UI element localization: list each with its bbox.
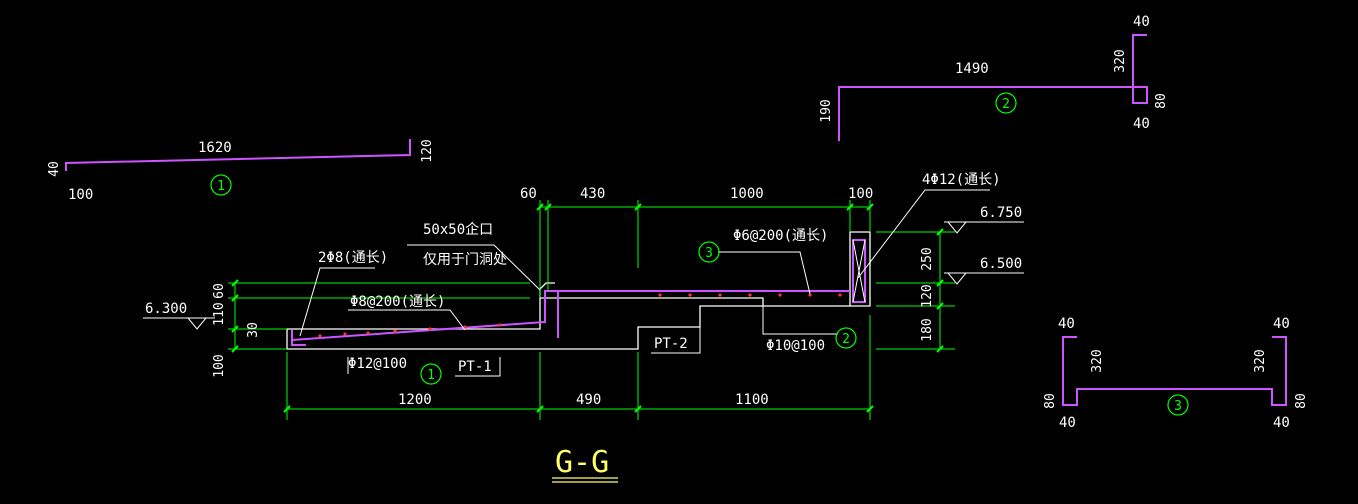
section-mark-2-circle <box>835 327 857 349</box>
section-mark-2: 2 <box>842 332 850 347</box>
rebar-detail-3: 40 320 80 40 40 320 80 40 3 <box>1043 316 1309 431</box>
stirrup-cross-b <box>852 239 866 303</box>
section-gg: 60 430 1000 100 1200 490 1100 60 110 30 … <box>143 172 1024 483</box>
bar2-mark-circle <box>995 92 1017 114</box>
label-notch-2: 仅用于门洞处 <box>423 252 507 268</box>
bar3-left-hook: 40 <box>1059 415 1076 431</box>
bar3-right-top: 40 <box>1273 316 1290 332</box>
bar2-left-leg: 190 <box>819 99 834 122</box>
label-4phi12: 4Φ12(通长) <box>922 172 1001 188</box>
dim-top-1000: 1000 <box>730 186 764 202</box>
dimension-lines <box>228 200 955 420</box>
rebar-detail-2: 1490 190 320 40 80 40 2 <box>819 14 1169 141</box>
bar1-start-len: 100 <box>68 187 93 203</box>
section-mark-1-circle <box>420 363 442 385</box>
dim-bottom-1100: 1100 <box>735 392 769 408</box>
rebar-main <box>291 290 850 341</box>
bar3-left-top: 40 <box>1058 316 1075 332</box>
label-phi6-200: Φ6@200(通长) <box>733 228 828 244</box>
dim-bottom-490: 490 <box>576 392 601 408</box>
bar1-mark-circle <box>210 174 232 196</box>
dim-left-110: 110 <box>212 302 227 325</box>
section-title: G-G <box>555 445 609 480</box>
rebar-2-shape <box>838 34 1148 141</box>
bar3-left-bottom: 80 <box>1043 393 1058 409</box>
leader-lines <box>299 189 990 377</box>
section-mark-3-circle <box>698 241 720 263</box>
dimension-ticks <box>231 203 944 413</box>
bar3-mark: 3 <box>1174 399 1182 414</box>
elevation-6500: 6.500 <box>944 256 1024 285</box>
elevation-6500-label: 6.500 <box>980 256 1022 272</box>
bar2-right-down: 80 <box>1154 93 1169 109</box>
rebar-detail-1: 1620 120 40 100 1 <box>47 139 435 203</box>
bar3-mark-circle <box>1167 394 1189 416</box>
bar2-mark: 2 <box>1002 97 1010 112</box>
dim-top-60: 60 <box>520 186 537 202</box>
bar3-right-hook: 40 <box>1273 415 1290 431</box>
rebar-pt1-hook <box>291 330 306 346</box>
elevation-6750-label: 6.750 <box>980 205 1022 221</box>
label-2phi8: 2Φ8(通长) <box>318 250 388 266</box>
section-mark-3: 3 <box>705 246 713 261</box>
dim-left-30: 30 <box>246 322 261 338</box>
bar3-right-leg: 320 <box>1253 349 1268 372</box>
label-phi10-100: Φ10@100 <box>766 338 825 354</box>
dim-left-60: 60 <box>212 283 227 299</box>
dim-right-180: 180 <box>920 318 935 341</box>
bar1-start-height: 40 <box>47 161 62 177</box>
rebar-stirrup <box>852 239 866 303</box>
rebar-3-shape <box>1062 336 1287 406</box>
bar1-mark: 1 <box>217 179 225 194</box>
bar2-top-hook: 40 <box>1133 14 1150 30</box>
dim-left-100: 100 <box>212 354 227 377</box>
elevation-6300-label: 6.300 <box>145 301 187 317</box>
bar3-right-bottom: 80 <box>1294 393 1309 409</box>
section-mark-1: 1 <box>427 368 435 383</box>
dim-right-120: 120 <box>920 284 935 307</box>
elevation-6750: 6.750 <box>944 205 1024 234</box>
label-pt2: PT-2 <box>654 336 688 352</box>
label-notch-1: 50x50企口 <box>423 221 493 238</box>
bar2-right-up: 320 <box>1113 49 1128 72</box>
rebar-1-shape <box>65 139 411 171</box>
dim-bottom-1200: 1200 <box>398 392 432 408</box>
label-pt1: PT-1 <box>458 359 492 375</box>
label-phi12-100: Φ12@100 <box>348 356 407 372</box>
elevation-6300: 6.300 <box>143 301 215 330</box>
dim-right-250: 250 <box>920 247 935 270</box>
dim-top-100: 100 <box>848 186 873 202</box>
bar3-left-leg: 320 <box>1090 349 1105 372</box>
rebar-dots <box>318 293 842 338</box>
bar2-bottom-hook: 40 <box>1133 116 1150 132</box>
concrete-outline <box>286 231 871 350</box>
dim-top-430: 430 <box>580 186 605 202</box>
label-phi8-200: Φ8@200(通长) <box>350 294 445 310</box>
bar2-length: 1490 <box>955 61 989 77</box>
bar1-hook-end: 120 <box>420 139 435 162</box>
bar1-length: 1620 <box>198 140 232 156</box>
